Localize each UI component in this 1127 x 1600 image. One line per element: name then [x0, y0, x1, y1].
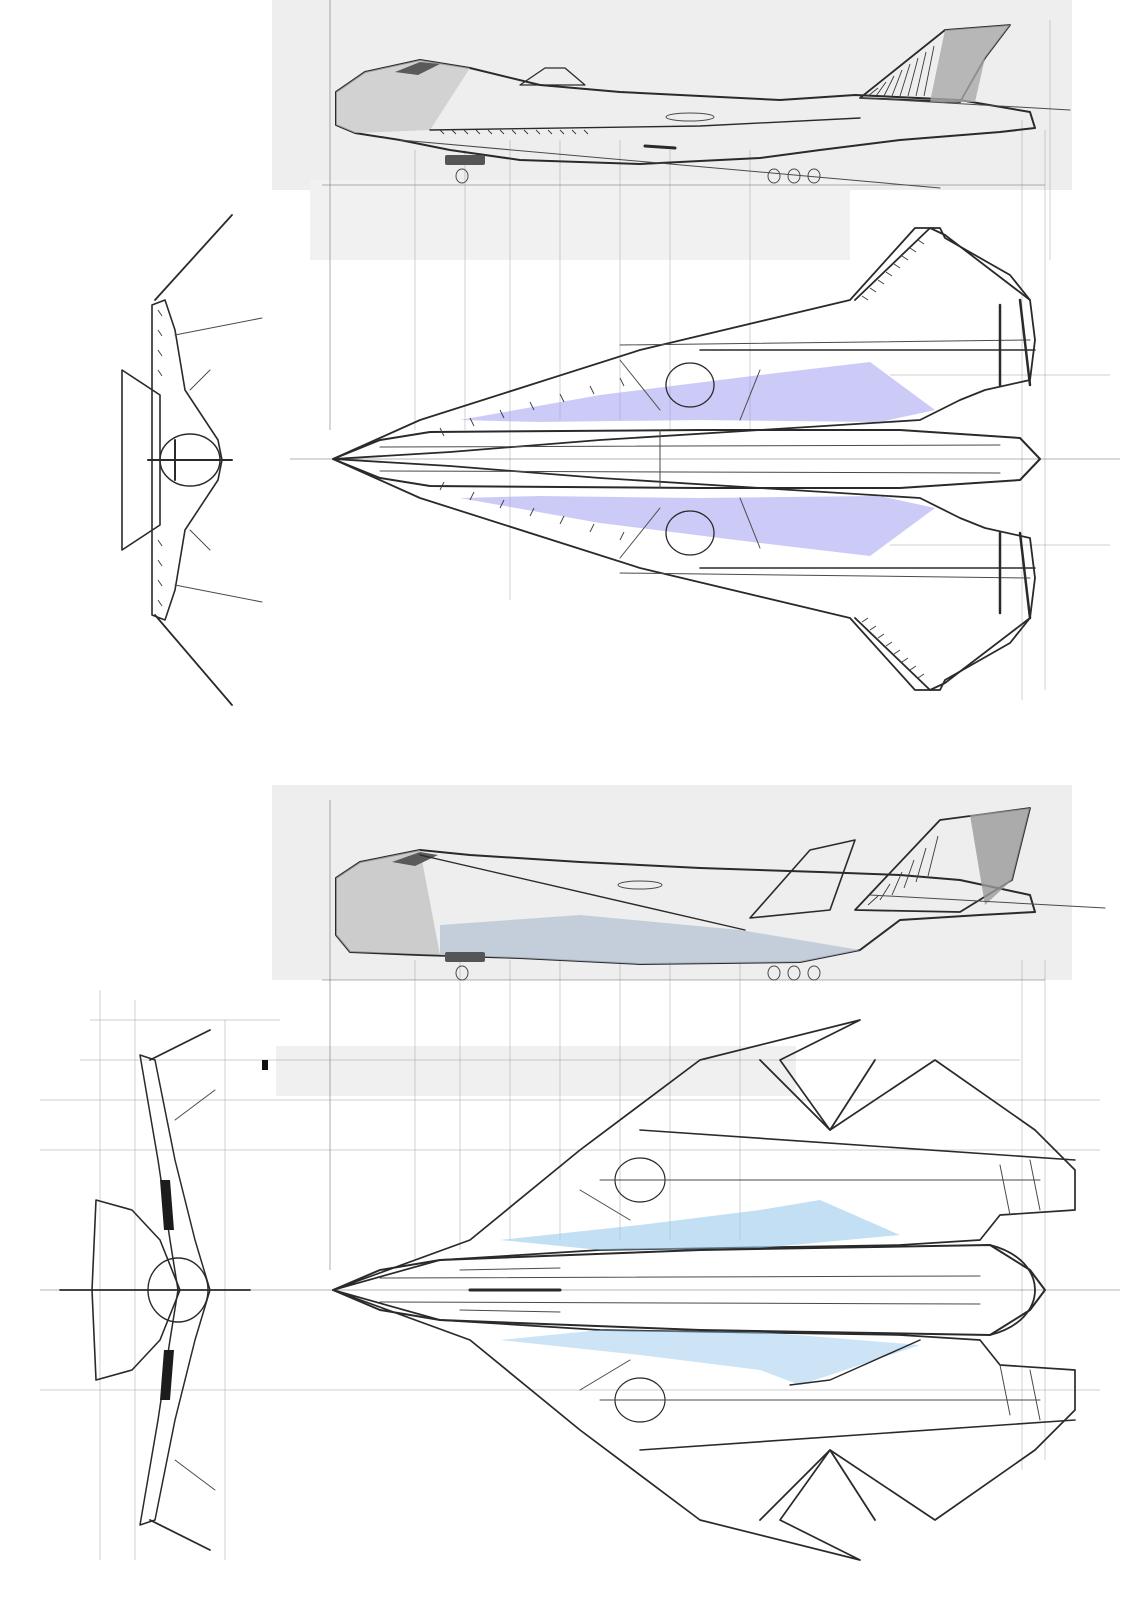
front-a-tail: [121, 369, 161, 551]
side-b-canard: [749, 839, 856, 919]
concept-b-top-view: [332, 1019, 1076, 1561]
top-a-intake-upper: [665, 362, 715, 408]
top-a-wing-upper: [332, 227, 1036, 460]
side-a-fuselage: [335, 59, 1036, 165]
top-a-accent-lower: [460, 496, 935, 556]
front-b-panel-lower: [160, 1350, 174, 1400]
top-b-wing-upper: [332, 1019, 1076, 1291]
front-b-tail: [91, 1199, 181, 1381]
side-a-dorsal-fin: [519, 67, 586, 86]
side-a-nose-shade: [336, 60, 470, 133]
side-a-canopy: [395, 62, 440, 75]
side-view-a-panel-lower: [310, 180, 850, 260]
side-a-landing-gear: [445, 155, 821, 184]
front-b-panel-upper: [160, 1180, 174, 1230]
top-a-fuselage: [332, 429, 1041, 489]
side-b-tail-shade: [970, 808, 1030, 905]
concept-a-side-view: [335, 24, 1071, 189]
side-b-underside: [440, 915, 860, 964]
backdrop-panels: [272, 0, 1072, 1096]
top-b-accent-upper: [500, 1200, 900, 1250]
side-b-landing-gear: [445, 952, 821, 981]
top-b-accent-lower: [500, 1330, 920, 1385]
top-a-wing-lower: [332, 458, 1036, 691]
top-b-fuselage: [332, 1244, 1046, 1336]
side-a-tail-shade: [930, 25, 1010, 102]
top-a-accent-upper: [460, 362, 935, 422]
top-b-wing-lower: [332, 1289, 1076, 1561]
construction-band: [276, 1046, 796, 1096]
front-b-wing: [139, 1054, 211, 1526]
concept-a-top-view: [332, 227, 1041, 691]
side-b-nose-shade: [336, 850, 440, 955]
concept-b-side-view: [335, 807, 1106, 981]
side-b-canopy: [392, 852, 438, 866]
top-a-intake-lower: [665, 510, 715, 556]
front-a-wing: [151, 299, 223, 621]
concept-a-front-view: [121, 214, 263, 706]
concept-b-front-view: [59, 1029, 268, 1551]
